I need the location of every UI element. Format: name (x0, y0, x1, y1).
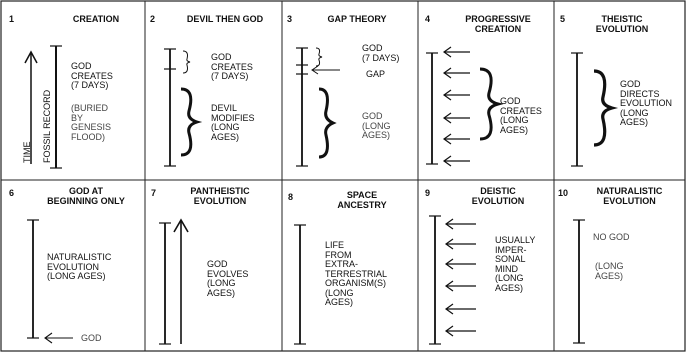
panel-number: 2 (150, 14, 156, 24)
panel-number: 4 (425, 14, 431, 24)
panel-text: GOD(7 DAYS) (362, 43, 400, 63)
timeline (426, 46, 504, 167)
panel-number: 5 (560, 14, 566, 24)
timeline (296, 47, 340, 167)
timeline (571, 52, 619, 167)
timeline (27, 219, 73, 344)
panel-text: GAP (366, 69, 386, 79)
panel-number: 10 (558, 188, 569, 198)
panel-number: 9 (425, 188, 431, 198)
timeline (429, 215, 476, 345)
panel-number: 7 (151, 188, 157, 198)
timeline (159, 218, 189, 345)
panel-title: GAP THEORY (327, 14, 387, 24)
timeline (24, 45, 62, 169)
panel-number: 3 (287, 14, 293, 24)
panel-number: 1 (9, 14, 15, 24)
panel-text: NO GOD (593, 232, 630, 242)
axis-label-fossil-record: FOSSIL RECORD (42, 89, 52, 163)
axis-label-time: TIME (22, 141, 32, 164)
timeline (294, 224, 306, 345)
panel-number: 8 (288, 192, 294, 202)
timeline (164, 48, 203, 167)
panel-text: GOD (81, 333, 102, 343)
panel-title: DEVIL THEN GOD (186, 14, 264, 24)
panel-number: 6 (9, 188, 15, 198)
panel-title: CREATION (72, 14, 120, 24)
timeline (573, 219, 585, 344)
